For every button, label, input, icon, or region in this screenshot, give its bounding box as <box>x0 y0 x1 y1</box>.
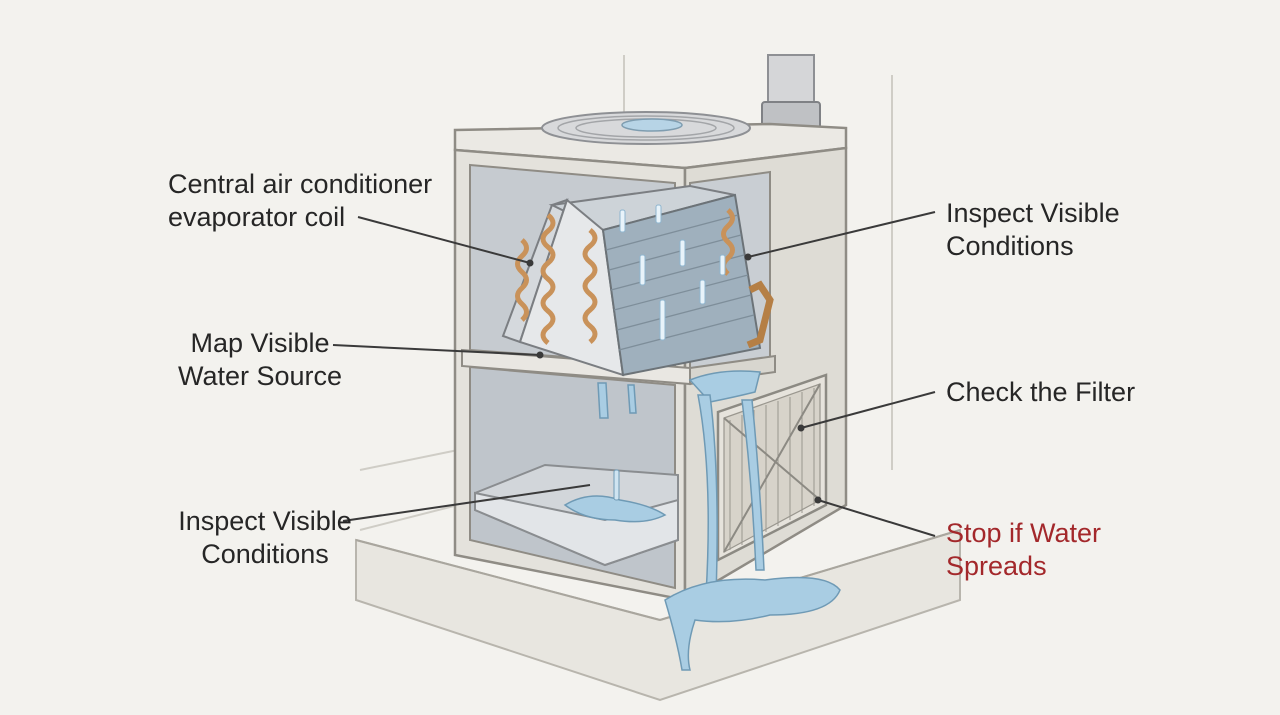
water-leak <box>597 370 841 671</box>
leader-dots <box>526 253 822 504</box>
leader-coil-right <box>747 211 936 258</box>
leader-map-water <box>332 344 541 356</box>
leader-coil <box>357 216 531 264</box>
label-coil-conditions-line1: Inspect Visible <box>946 198 1120 228</box>
label-check-filter-line1: Check the Filter <box>946 377 1136 407</box>
label-stop-water: Stop if Water Spreads <box>946 517 1101 583</box>
label-pan-conditions-line1: Inspect Visible <box>178 506 352 536</box>
leader-pan <box>342 484 591 522</box>
label-pan-conditions-line2: Conditions <box>201 539 329 569</box>
label-map-water-line2: Water Source <box>177 361 343 391</box>
label-map-water-line1: Map Visible <box>190 328 330 358</box>
label-pan-conditions: Inspect Visible Conditions <box>140 505 390 571</box>
leader-lines <box>332 211 936 537</box>
label-coil-conditions: Inspect Visible Conditions <box>946 197 1120 263</box>
label-evaporator-coil-line1: Central air conditioner <box>168 169 433 199</box>
floor-platform <box>355 528 961 702</box>
leader-filter <box>800 391 936 429</box>
vent-pipe <box>761 54 821 131</box>
label-check-filter: Check the Filter <box>946 376 1135 409</box>
label-map-water-source: Map Visible Water Source <box>140 327 380 393</box>
label-stop-water-line2: Spreads <box>946 551 1047 581</box>
label-stop-water-line1: Stop if Water <box>946 518 1102 548</box>
evaporator-coil <box>501 184 774 377</box>
label-evaporator-coil: Central air conditioner evaporator coil <box>168 168 432 234</box>
leader-stop <box>817 499 936 537</box>
label-coil-conditions-line2: Conditions <box>946 231 1074 261</box>
label-evaporator-coil-line2: evaporator coil <box>168 202 346 232</box>
drain-pan <box>474 463 679 567</box>
